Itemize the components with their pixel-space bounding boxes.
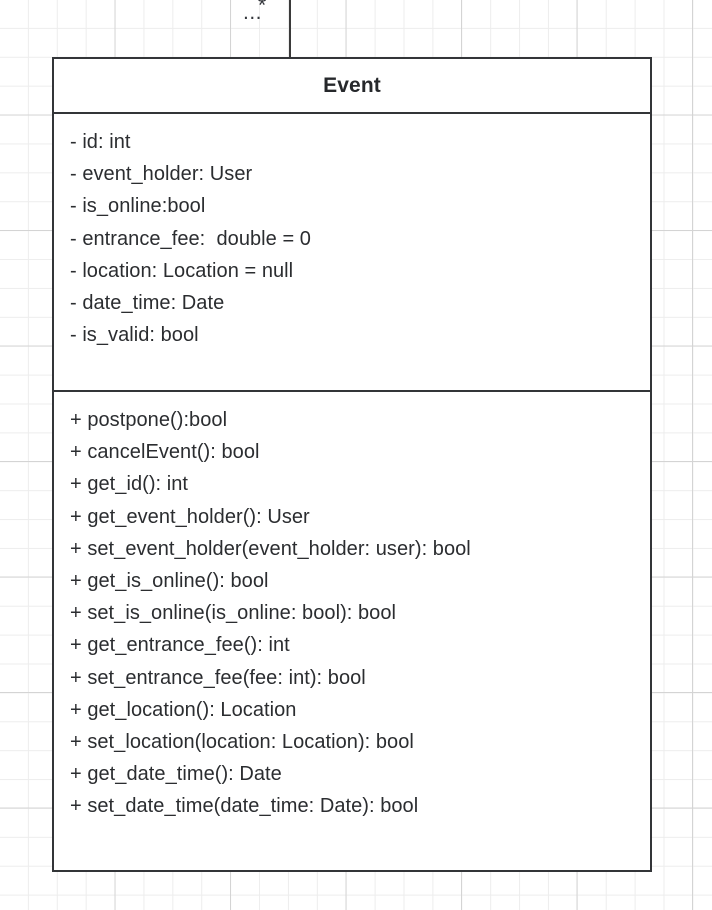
- attribute-line: - id: int: [70, 131, 131, 153]
- uml-class-event[interactable]: Event - id: int - event_holder: User - is_…: [52, 57, 652, 872]
- method-line: + get_is_online(): bool: [70, 570, 269, 593]
- association-connector-line[interactable]: [289, 0, 291, 58]
- method-line: + set_is_online(is_online: bool): bool: [70, 602, 397, 625]
- attributes-compartment: - id: int - event_holder: User - is_online…: [54, 114, 650, 392]
- methods-compartment: + postpone():bool + cancelEvent(): bool + …: [54, 392, 650, 870]
- method-line: + cancelEvent(): bool: [70, 441, 260, 464]
- attribute-line: - is_valid: bool: [70, 324, 199, 347]
- method-line: + get_id(): int: [70, 473, 189, 496]
- attribute-line: - is_online:bool: [70, 195, 206, 218]
- method-line: + set_location(location: Location): bool: [70, 731, 414, 754]
- method-line: + get_date_time(): Date: [70, 763, 282, 786]
- multiplicity-star-label: *: [258, 0, 267, 17]
- method-line: + postpone():bool: [70, 409, 228, 431]
- method-line: + set_event_holder(event_holder: user): …: [70, 537, 471, 560]
- method-line: + get_location(): Location: [70, 698, 297, 721]
- attribute-line: - date_time: Date: [70, 292, 225, 315]
- class-name-compartment: Event: [54, 59, 650, 114]
- method-line: + get_entrance_fee(): int: [70, 634, 290, 657]
- method-line: + get_event_holder(): User: [70, 505, 310, 528]
- method-line: + set_date_time(date_time: Date): bool: [70, 795, 419, 818]
- method-line: + set_entrance_fee(fee: int): bool: [70, 666, 366, 689]
- attribute-line: - event_holder: User: [70, 163, 253, 186]
- attribute-line: - location: Location = null: [70, 259, 294, 282]
- class-name: Event: [323, 73, 381, 97]
- multiplicity-dots-label: ...: [243, 1, 263, 24]
- attribute-line: - entrance_fee: double = 0: [70, 227, 311, 250]
